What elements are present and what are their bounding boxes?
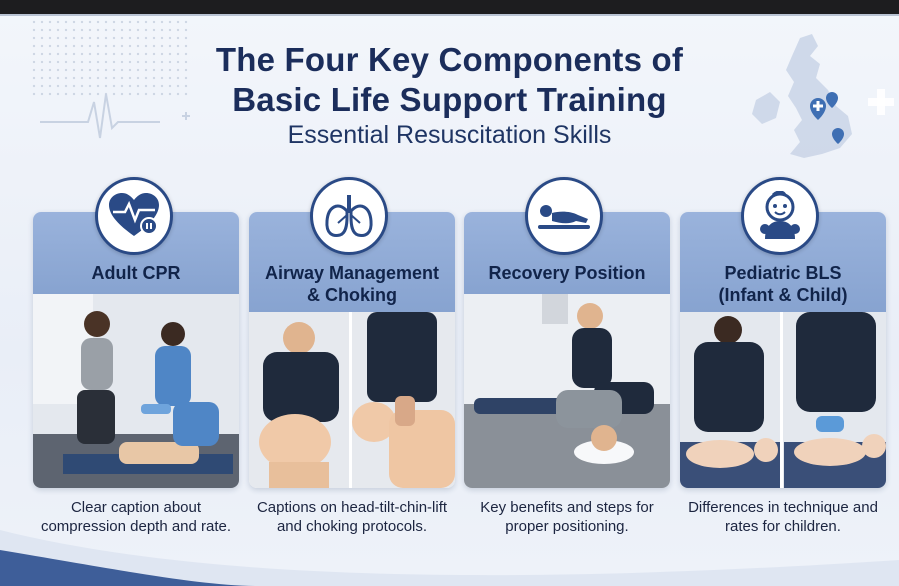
baby-icon <box>741 177 819 255</box>
top-border <box>0 0 899 14</box>
ecg-line-icon <box>40 93 190 139</box>
recovery-person-icon <box>525 177 603 255</box>
bottom-swoosh-decoration <box>0 530 899 586</box>
caption-recovery-position: Key benefits and steps for proper positi… <box>480 499 654 535</box>
card-pediatric-bls[interactable]: Pediatric BLS (Infant & Child) <box>680 212 886 488</box>
photo-airway-management <box>249 312 455 488</box>
photo-adult-cpr <box>33 294 239 488</box>
page-subtitle: Essential Resuscitation Skills <box>287 121 612 149</box>
photo-recovery-position <box>464 294 670 488</box>
card-recovery-position[interactable]: Recovery Position <box>464 212 670 488</box>
card-title: Pediatric BLS (Infant & Child) <box>718 263 848 305</box>
caption-adult-cpr: Clear caption about compression depth an… <box>40 499 232 535</box>
photo-pediatric-bls <box>680 312 886 488</box>
card-title: Airway Management & Choking <box>264 263 440 305</box>
card-adult-cpr[interactable]: Adult CPR <box>33 212 239 488</box>
caption-airway-management: Captions on head-tilt-chin-lift and chok… <box>256 499 448 535</box>
dot-pattern-decoration <box>30 18 190 98</box>
card-title: Adult CPR <box>91 263 181 283</box>
heart-pulse-icon <box>95 177 173 255</box>
map-pin-icon <box>810 98 826 120</box>
caption-pediatric-bls: Differences in technique and rates for c… <box>688 499 878 535</box>
card-title: Recovery Position <box>488 263 646 283</box>
lungs-icon <box>310 177 388 255</box>
card-airway-management[interactable]: Airway Management & Choking <box>249 212 455 488</box>
top-border-line <box>0 14 899 16</box>
page-title: The Four Key Components of Basic Life Su… <box>215 41 684 118</box>
uk-map-decoration <box>752 34 894 158</box>
